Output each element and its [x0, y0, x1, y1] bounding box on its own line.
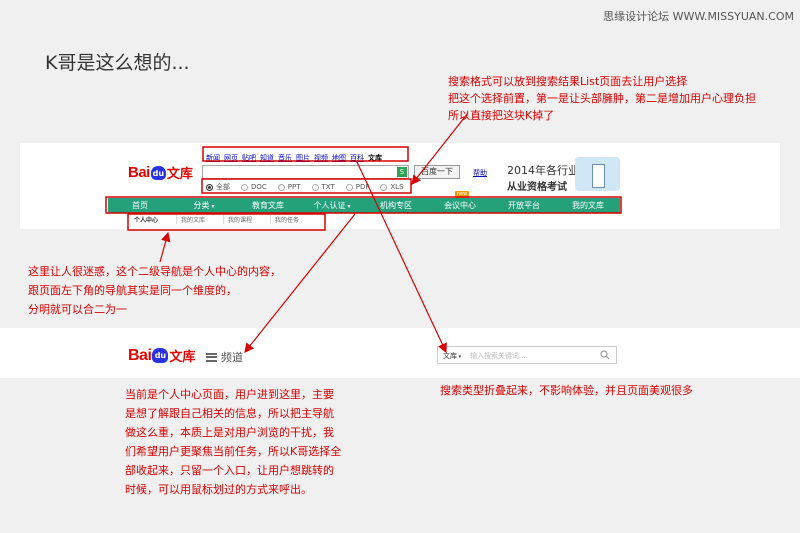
radio-selected-icon: [206, 183, 213, 191]
search-button[interactable]: 百度一下: [414, 165, 460, 179]
format-label: 全部: [216, 183, 230, 191]
search-input[interactable]: S: [202, 165, 409, 179]
search-input[interactable]: 文库 输入搜索关键词...: [437, 346, 617, 364]
annotation-line: 是想了解跟自己相关的信息，所以把主导航: [125, 407, 334, 420]
format-radio-group: 全部 DOC PPT TXT PDF XLS: [206, 182, 404, 192]
nav-item-open-platform[interactable]: 开放平台: [508, 201, 540, 210]
annotation-line: 分明就可以合二为一: [28, 303, 127, 316]
nav-item-certification[interactable]: 个人认证: [300, 198, 364, 213]
logo-wenku: 文库: [166, 167, 193, 182]
annotation-line: 把这个选择前置，第一是让头部臃肿，第二是增加用户心理负担: [448, 92, 756, 105]
annotation-search-collapse: 搜索类型折叠起来，不影响体验，并且页面美观很多: [440, 384, 693, 397]
page-title: K哥是这么想的...: [45, 52, 190, 74]
format-label: TXT: [321, 183, 335, 191]
format-label: PPT: [287, 183, 301, 191]
nav-item-category[interactable]: 分类: [172, 198, 236, 213]
personal-sub-nav: 个人中心 我的文库 我的课程 我的任务: [130, 215, 303, 224]
radio-icon: [380, 183, 388, 191]
radio-icon: [241, 183, 248, 191]
new-badge: new: [455, 191, 469, 198]
search-type-tabs: 新闻 网页 贴吧 知道 音乐 图片 视频 地图 百科 文库: [206, 153, 382, 163]
channel-menu[interactable]: 频道: [206, 349, 243, 365]
nav-item-education[interactable]: 教育文库: [252, 201, 284, 210]
sub-nav-item[interactable]: 我的文库: [176, 215, 209, 224]
search-icon[interactable]: [600, 350, 610, 360]
annotation-line: 搜索格式可以放到搜索结果List页面去让用户选择: [448, 75, 688, 88]
logo-bai: Bai: [128, 164, 150, 181]
search-tab-active[interactable]: 文库: [368, 154, 382, 162]
hamburger-icon: [206, 352, 217, 362]
annotation-line: 这里让人很迷惑，这个二级导航是个人中心的内容，: [28, 265, 281, 278]
sub-nav-item[interactable]: 我的任务: [270, 215, 303, 224]
arrow-sub-nav: [159, 231, 171, 263]
search-type-dropdown[interactable]: 文库: [443, 351, 461, 361]
paw-icon: du: [150, 165, 166, 180]
sub-nav-item[interactable]: 个人中心: [134, 217, 159, 224]
annotation-line: 所以直接把这块K掉了: [448, 109, 555, 122]
search-tab[interactable]: 知道: [260, 154, 274, 162]
search-suggest-icon[interactable]: S: [397, 167, 407, 177]
annotation-line: 们希望用户更聚焦当前任务，所以K哥选择全: [125, 445, 342, 458]
annotation-line: 部收起来，只留一个入口，让用户想跳转的: [125, 464, 334, 477]
search-tab[interactable]: 网页: [224, 154, 238, 162]
search-tab[interactable]: 视频: [314, 154, 328, 162]
format-option[interactable]: DOC: [241, 183, 267, 191]
format-label: PDF: [355, 183, 370, 191]
paw-icon: du: [152, 348, 169, 363]
nav-item-institution[interactable]: 机构专区: [380, 201, 412, 210]
format-option[interactable]: PDF: [345, 183, 370, 191]
main-nav-bar: 首页 分类 教育文库 个人认证 机构专区 会议中心 开放平台 我的文库: [108, 198, 620, 213]
format-label: DOC: [251, 183, 267, 191]
annotation-line: 时候，可以用鼠标划过的方式来呼出。: [125, 483, 312, 496]
logo-bai: Bai: [128, 346, 152, 364]
search-tab[interactable]: 地图: [332, 154, 346, 162]
format-option[interactable]: TXT: [311, 183, 335, 191]
annotation-line: 跟页面左下角的导航其实是同一个维度的，: [28, 284, 237, 297]
search-tab[interactable]: 新闻: [206, 154, 220, 162]
help-link[interactable]: 帮助: [473, 169, 487, 177]
radio-icon: [345, 183, 353, 191]
channel-label: 频道: [221, 351, 243, 364]
ad-line-1: 2014年各行业: [507, 164, 579, 177]
ad-line-2: 从业资格考试: [507, 182, 567, 193]
ad-person-icon: [575, 157, 620, 191]
nav-item-my-wenku[interactable]: 我的文库: [572, 201, 604, 210]
format-option[interactable]: 全部: [206, 182, 230, 192]
annotation-sub-nav: 这里让人很迷惑，这个二级导航是个人中心的内容， 跟页面左下角的导航其实是同一个维…: [28, 262, 328, 319]
exam-ad-banner[interactable]: 2014年各行业 从业资格考试: [507, 162, 627, 193]
sub-nav-item[interactable]: 我的课程: [223, 215, 256, 224]
annotation-line: 当前是个人中心页面，用户进到这里，主要: [125, 388, 334, 401]
annotation-line: 做这么重，本质上是对用户浏览的干扰，我: [125, 426, 334, 439]
nav-item-home[interactable]: 首页: [132, 201, 148, 210]
search-tab[interactable]: 百科: [350, 154, 364, 162]
search-tab[interactable]: 音乐: [278, 154, 292, 162]
nav-item-conference[interactable]: 会议中心: [444, 201, 476, 210]
search-tab[interactable]: 贴吧: [242, 154, 256, 162]
format-label: XLS: [390, 183, 404, 191]
format-option[interactable]: PPT: [277, 183, 301, 191]
search-tab[interactable]: 图片: [296, 154, 310, 162]
logo-wenku: 文库: [169, 350, 196, 365]
search-placeholder: 输入搜索关键词...: [470, 352, 526, 360]
annotation-search-format: 搜索格式可以放到搜索结果List页面去让用户选择 把这个选择前置，第一是让头部臃…: [448, 73, 798, 124]
annotation-personal-center: 当前是个人中心页面，用户进到这里，主要 是想了解跟自己相关的信息，所以把主导航 …: [125, 385, 370, 499]
watermark: 思缘设计论坛 WWW.MISSYUAN.COM: [603, 10, 794, 23]
format-option[interactable]: XLS: [380, 183, 404, 191]
radio-icon: [311, 183, 319, 191]
radio-icon: [277, 183, 285, 191]
